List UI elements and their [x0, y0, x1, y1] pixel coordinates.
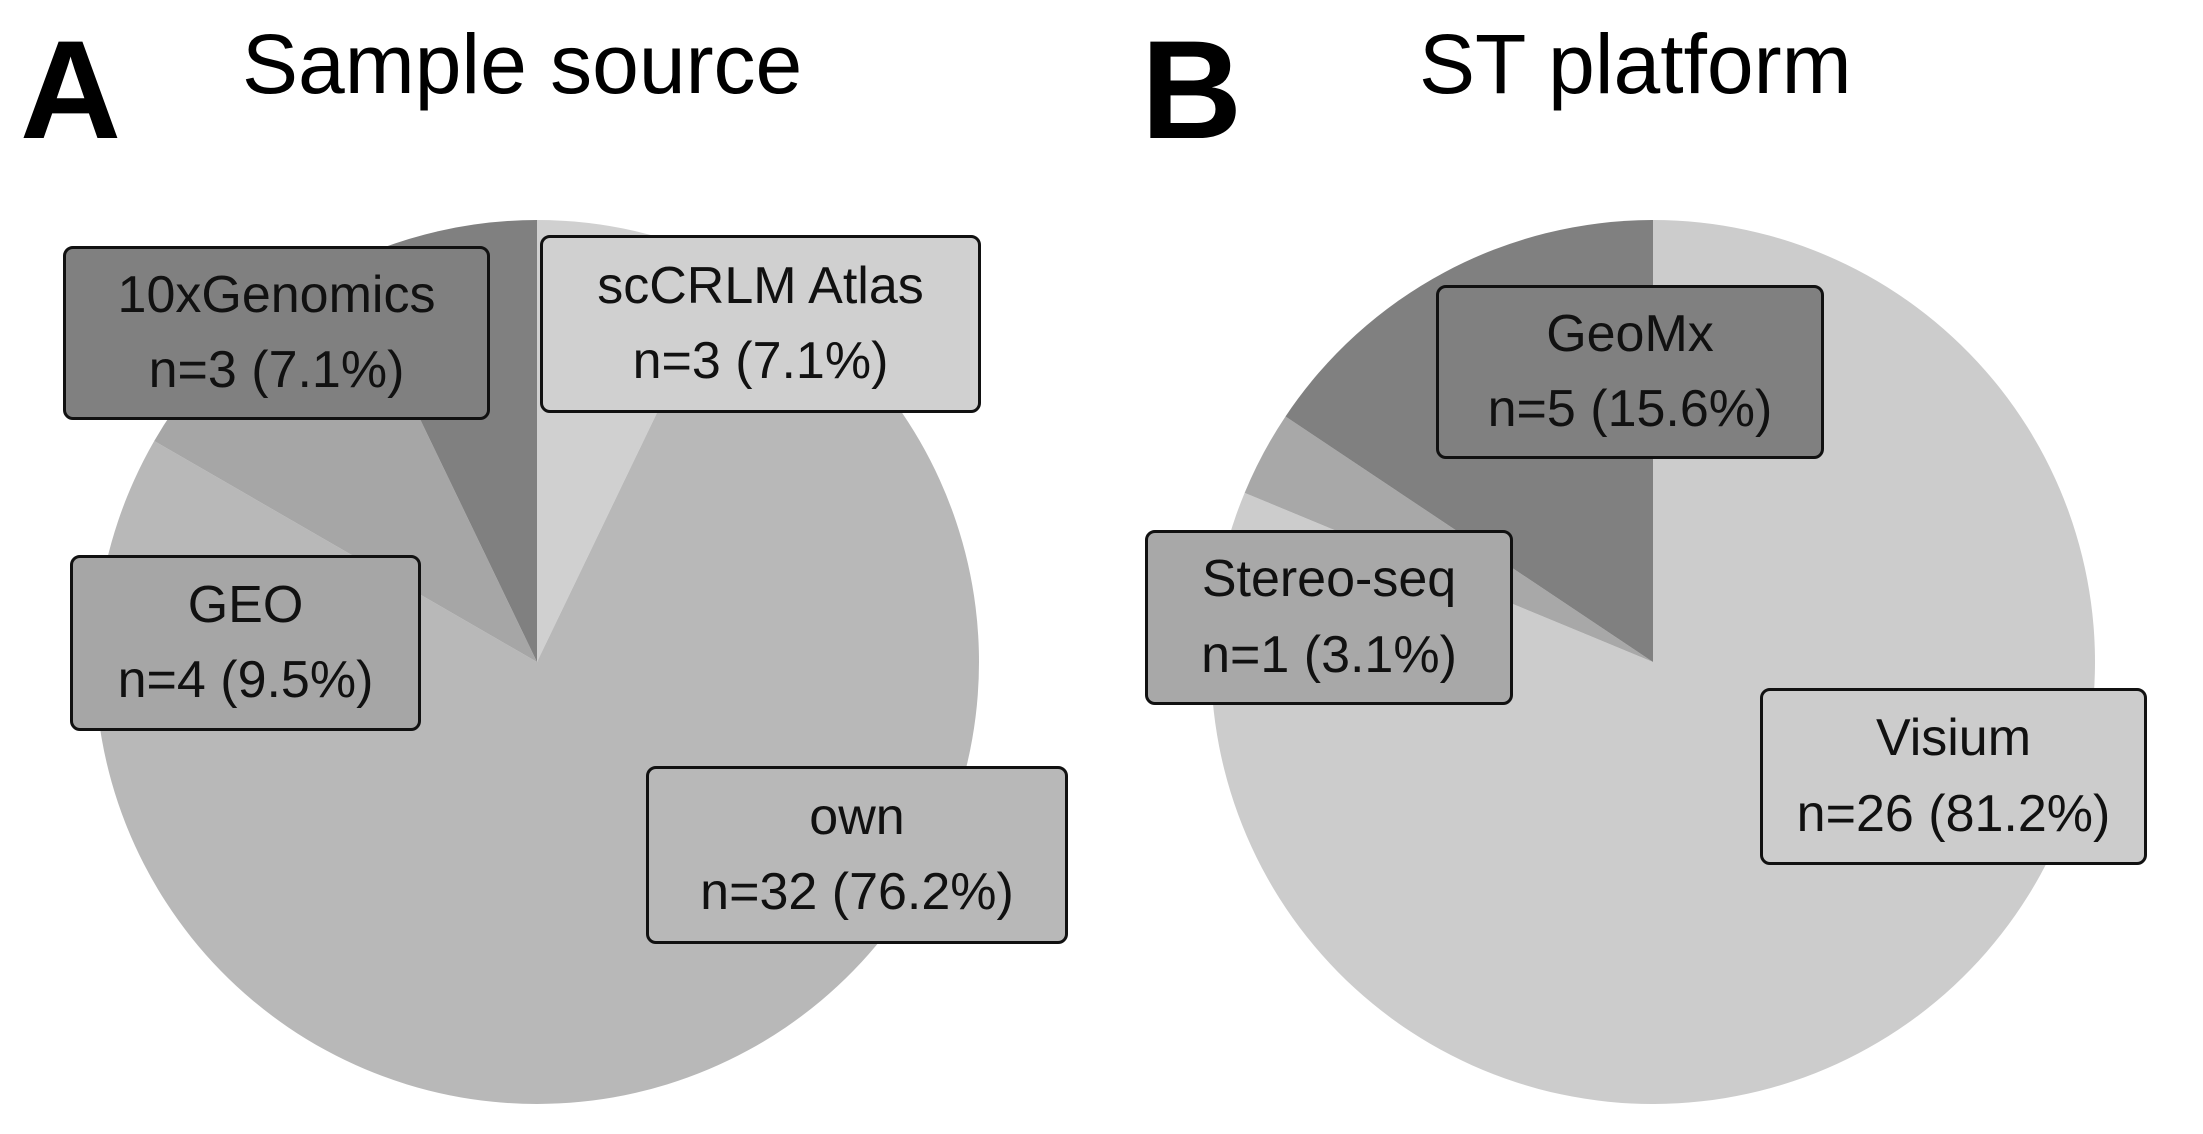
slice-name: own — [809, 787, 905, 846]
panel-letter-a: A — [20, 11, 122, 168]
label-box-geomx: GeoMx n=5 (15.6%) — [1436, 285, 1824, 459]
slice-name: Stereo-seq — [1201, 550, 1457, 609]
label-box-geo: GEO n=4 (9.5%) — [70, 555, 421, 731]
label-box-own: own n=32 (76.2%) — [646, 766, 1068, 944]
slice-name: GEO — [187, 575, 304, 634]
slice-name: scCRLM Atlas — [597, 256, 924, 315]
slice-name: Visium — [1875, 709, 2032, 768]
label-box-stereo-seq: Stereo-seq n=1 (3.1%) — [1145, 530, 1513, 705]
slice-value: n=5 (15.6%) — [1487, 380, 1773, 438]
panel-letter-b: B — [1141, 11, 1243, 168]
label-box-visium: Visium n=26 (81.2%) — [1760, 688, 2147, 865]
chart-title-b: ST platform — [1419, 17, 1852, 111]
slice-value: n=4 (9.5%) — [117, 651, 374, 709]
slice-name: 10xGenomics — [117, 265, 436, 324]
slice-value: n=26 (81.2%) — [1796, 784, 2111, 843]
label-box-sccrlm-atlas: scCRLM Atlas n=3 (7.1%) — [540, 235, 981, 413]
chart-title-a: Sample source — [242, 17, 803, 111]
slice-name: GeoMx — [1546, 304, 1714, 363]
slice-value: n=1 (3.1%) — [1201, 625, 1457, 684]
label-box-10xgenomics: 10xGenomics n=3 (7.1%) — [63, 246, 490, 420]
slice-value: n=3 (7.1%) — [632, 332, 889, 390]
pie-slice-visium — [1210, 220, 2096, 1105]
slice-value: n=32 (76.2%) — [700, 863, 1014, 921]
slice-value: n=3 (7.1%) — [148, 341, 405, 399]
